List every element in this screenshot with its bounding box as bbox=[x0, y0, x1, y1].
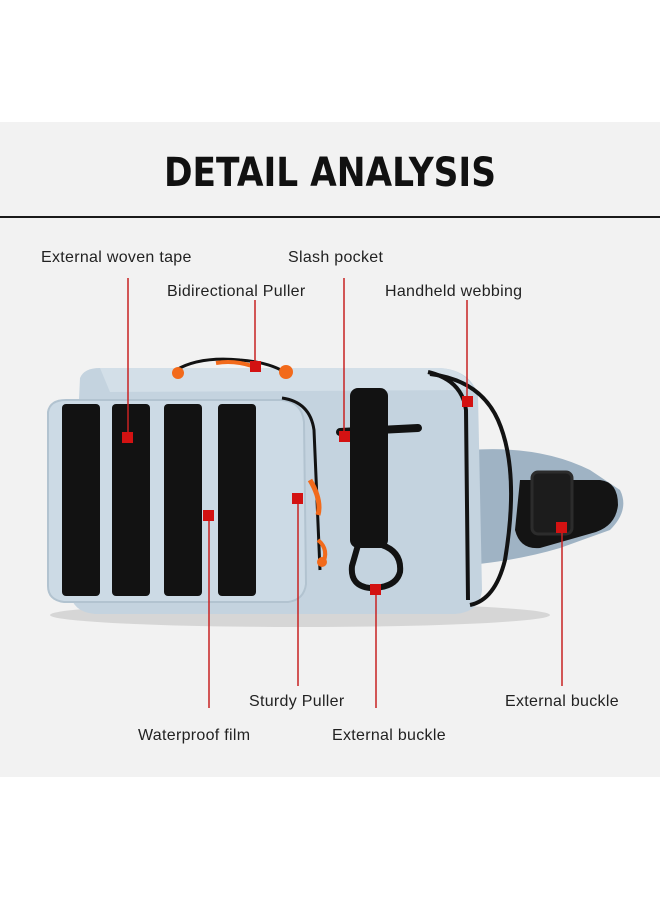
label-external-woven-tape: External woven tape bbox=[41, 249, 192, 266]
marker-slash-pocket bbox=[339, 431, 350, 442]
bidirectional-puller-right bbox=[279, 365, 293, 379]
sturdy-puller-end bbox=[317, 557, 327, 567]
label-bidirectional-puller: Bidirectional Puller bbox=[167, 283, 306, 300]
label-slash-pocket: Slash pocket bbox=[288, 249, 384, 266]
marker-external-buckle-right bbox=[556, 522, 567, 533]
marker-sturdy-puller bbox=[292, 493, 303, 504]
marker-waterproof-film bbox=[203, 510, 214, 521]
strap-buckle bbox=[530, 470, 574, 536]
woven-tape-stripe bbox=[218, 404, 256, 596]
marker-external-woven-tape bbox=[122, 432, 133, 443]
marker-bidirectional-puller bbox=[250, 361, 261, 372]
page-title: DETAIL ANALYSIS bbox=[163, 150, 497, 196]
front-zipper bbox=[281, 396, 322, 571]
label-external-buckle-right: External buckle bbox=[505, 693, 619, 710]
d-ring-buckle bbox=[348, 542, 404, 592]
sturdy-puller-tab bbox=[307, 478, 322, 516]
bag-top-panel bbox=[100, 368, 474, 392]
bidirectional-puller-left bbox=[172, 367, 184, 379]
top-zipper-cord bbox=[175, 357, 289, 376]
label-external-buckle-center: External buckle bbox=[332, 727, 446, 744]
woven-tape-stripe bbox=[164, 404, 202, 596]
label-sturdy-puller: Sturdy Puller bbox=[249, 693, 345, 710]
vertical-webbing bbox=[350, 388, 388, 548]
woven-tape-stripe bbox=[112, 404, 150, 596]
marker-handheld-webbing bbox=[462, 396, 473, 407]
woven-tape-stripe bbox=[62, 404, 100, 596]
handheld-webbing-strap bbox=[429, 372, 514, 607]
label-waterproof-film: Waterproof film bbox=[138, 727, 251, 744]
marker-external-buckle-center bbox=[370, 584, 381, 595]
title-divider bbox=[0, 216, 660, 218]
puller-accent bbox=[215, 360, 253, 368]
label-handheld-webbing: Handheld webbing bbox=[385, 283, 523, 300]
